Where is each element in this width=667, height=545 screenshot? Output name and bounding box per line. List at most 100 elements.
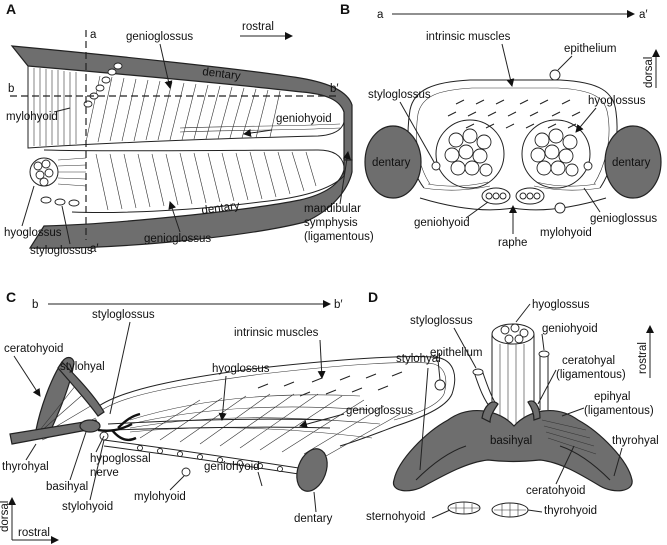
tongue-outline-b (407, 79, 618, 189)
rostral-label-c: rostral (18, 527, 50, 539)
styloglossus-label-b: styloglossus (368, 89, 431, 101)
section-a-label: a (90, 29, 97, 41)
stylohyal-label-d: stylohyal (396, 353, 441, 365)
hypoglossal-label-1: hypoglossal (90, 453, 151, 465)
dentary-upper-bone (10, 45, 353, 161)
geniohyoid-circles-c (137, 445, 303, 475)
panel-c: C b b′ (0, 289, 482, 544)
ceratohyal-label-2: (ligamentous) (556, 369, 626, 381)
panel-b: B a a′ dorsal (340, 1, 662, 249)
epihyal-left-d (481, 401, 499, 423)
ceratohyoid-fibers-d (541, 419, 597, 455)
geniohyoid-label-a: geniohyoid (276, 113, 332, 125)
ceratohyoid-label-c: ceratohyoid (4, 343, 63, 355)
ceratohyoid-label-d: ceratohyoid (526, 485, 585, 497)
raphe-label-b: raphe (498, 237, 527, 249)
panel-b-letter: B (340, 1, 350, 17)
mylohyoid-marker-b (554, 202, 566, 214)
geniohyoid-c (103, 439, 313, 477)
basihyal-label-d: basihyal (490, 435, 532, 447)
sternohyoid-thyrohyoid-d (447, 501, 529, 518)
symphysis-label-3: (ligamentous) (304, 231, 374, 243)
dentary-right-b (604, 125, 662, 199)
symphysis-label-1: mandibular (304, 203, 361, 215)
epihyal-right-d (527, 400, 541, 421)
epithelium-label-b: epithelium (564, 43, 616, 55)
genioglossus-label-b: genioglossus (590, 213, 657, 225)
upper-muscle-outline (27, 66, 345, 149)
dorsal-label-b: dorsal (643, 57, 655, 88)
lower-muscle-outline (43, 149, 345, 213)
styloglossus-lower-a (40, 196, 80, 207)
panel-d: D (366, 289, 659, 523)
dentary-label-c: dentary (294, 513, 333, 525)
hyoglossus-bundle-a (29, 157, 87, 187)
thyrohyal-label-d: thyrohyal (612, 435, 659, 447)
geniohyoid-label-c: geniohyoid (204, 461, 260, 473)
dorsal-label-c: dorsal (0, 501, 11, 532)
thyrohyal-inner-d (415, 445, 611, 481)
hyoglossus-label-c: hyoglossus (212, 363, 270, 375)
rostral-label: rostral (242, 21, 274, 33)
panel-a: A rostral (4, 1, 374, 257)
mylohyoid-label: mylohyoid (6, 111, 58, 123)
dentary-right-label-b: dentary (612, 157, 651, 169)
epihyal-label-1: epihyal (594, 391, 630, 403)
intrinsic-muscles-label-b: intrinsic muscles (426, 31, 511, 43)
thyrohyoid-label-d: thyrohyoid (544, 505, 597, 517)
panel-d-letter: D (368, 289, 378, 305)
dentary-left-b (364, 125, 422, 199)
styloglossus-marker-right-b (583, 161, 593, 171)
genioglossus-label-c: genioglossus (346, 405, 413, 417)
genioglossus-fibers-b (423, 181, 601, 191)
stylohyal-label-c: stylohyal (60, 361, 105, 373)
styloglossus-fibers-a (83, 62, 123, 108)
dentary-bottom-label: dentary (201, 200, 241, 217)
intrinsic-muscles-c (257, 371, 403, 397)
hypoglossal-label-2: nerve (90, 467, 119, 479)
stylohyal-bone-c (57, 361, 105, 417)
styloglossus-label-c: styloglossus (92, 309, 155, 321)
hyoglossus-label-b: hyoglossus (588, 95, 646, 107)
axis-b-prime-label: b′ (334, 299, 343, 311)
geniohyoid-d (538, 350, 550, 410)
section-a-prime-label: a′ (90, 243, 99, 255)
intrinsic-muscles-label-c: intrinsic muscles (234, 327, 319, 339)
genioglossus-bottom-label: genioglossus (144, 233, 211, 245)
panel-a-letter: A (6, 1, 16, 17)
thyrohyal-label-c: thyrohyal (2, 461, 49, 473)
basihyal-body-d (392, 410, 633, 492)
geniohyoid-fibers-upper (179, 123, 341, 133)
hyoglossus-label-d: hyoglossus (532, 299, 590, 311)
axis-b-label: b (32, 299, 38, 311)
ceratohyal-label-1: ceratohyal (562, 355, 615, 367)
section-b-label: b (8, 83, 14, 95)
styloglossus-label-d: styloglossus (410, 315, 473, 327)
mylohyoid-label-c: mylohyoid (134, 491, 186, 503)
axis-a-prime-label: a′ (639, 9, 648, 21)
dentary-lower-bone (28, 159, 353, 249)
epithelium-marker-c (434, 379, 446, 391)
genioglossus-fibers-lower (95, 151, 317, 211)
tongue-outline-c (95, 355, 456, 447)
axis-a-label: a (377, 9, 384, 21)
symphysis-label-2: symphysis (304, 217, 358, 229)
styloglossus-label-a: styloglossus (30, 245, 93, 257)
hypoglossal-nerve-c (97, 412, 141, 442)
hyoglossus-bundle-left-b (435, 119, 505, 189)
epihyal-label-2: (ligamentous) (584, 405, 654, 417)
dentary-left-label-b: dentary (372, 157, 411, 169)
hyoglossus-bundle-right-b (521, 119, 591, 189)
mylohyoid-fibers-upper (33, 68, 77, 146)
basihyal-label-c: basihyal (46, 481, 88, 493)
mylohyoid-marker-c (181, 467, 191, 477)
genioglossus-fan-c (129, 393, 401, 457)
mylohyoid-label-b: mylohyoid (540, 227, 592, 239)
rostral-label-d: rostral (637, 342, 649, 374)
hyoglossus-band-c (107, 418, 331, 431)
geniohyoid-label-d: geniohyoid (542, 323, 598, 335)
epithelium-marker-b (549, 69, 561, 81)
genioglossus-top-label: genioglossus (126, 31, 193, 43)
styloglossus-marker-left-b (431, 161, 441, 171)
